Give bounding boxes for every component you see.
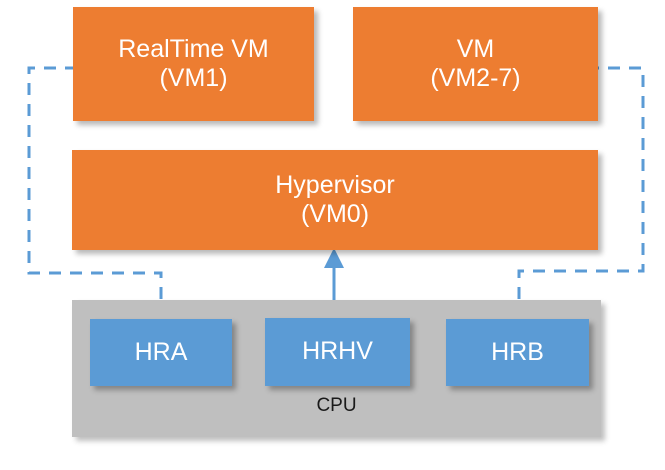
node-hra[interactable]: HRA	[90, 319, 232, 386]
vm-subtitle: (VM2-7)	[430, 64, 521, 92]
node-vm[interactable]: VM (VM2-7)	[353, 7, 598, 121]
arrowhead-up-icon	[324, 248, 344, 268]
hrhv-label: HRHV	[302, 337, 373, 366]
realtime-vm-title: RealTime VM	[118, 34, 269, 63]
node-hypervisor[interactable]: Hypervisor (VM0)	[72, 150, 598, 250]
realtime-vm-subtitle: (VM1)	[159, 64, 228, 92]
hra-label: HRA	[134, 337, 188, 366]
node-realtime-vm[interactable]: RealTime VM (VM1)	[73, 7, 314, 121]
cpu-label: CPU	[316, 394, 357, 416]
vm-title: VM	[456, 34, 495, 63]
node-hrhv[interactable]: HRHV	[265, 318, 410, 386]
node-hrb[interactable]: HRB	[446, 319, 589, 386]
hrb-label: HRB	[491, 337, 544, 366]
hypervisor-subtitle: (VM0)	[300, 200, 370, 228]
hypervisor-title: Hypervisor	[275, 170, 395, 199]
